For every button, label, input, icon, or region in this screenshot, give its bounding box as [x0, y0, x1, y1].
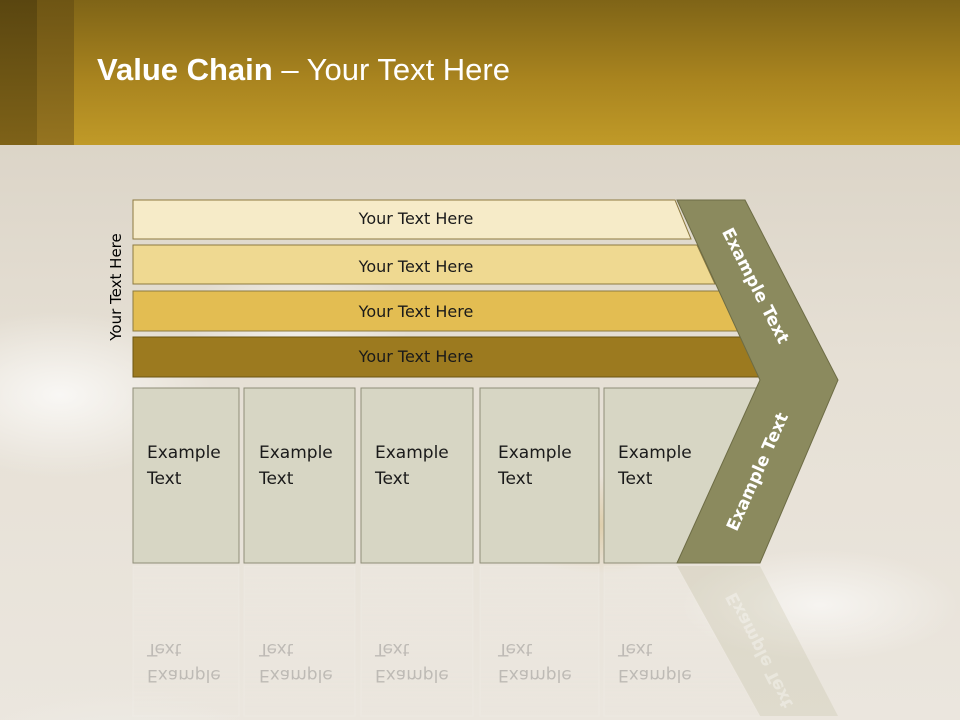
column-box: [479, 387, 600, 564]
column-1-label: Example Text: [147, 440, 221, 492]
column-4-label: Example Text: [498, 440, 572, 492]
column-4-reflection: Example Text: [498, 636, 572, 688]
column-5-reflection-line2: Text: [618, 639, 653, 659]
column-4-line1: Example: [498, 443, 572, 463]
header-bar: Value Chain – Your Text Here: [0, 0, 960, 145]
band-4-label: Your Text Here: [358, 347, 474, 366]
column-5-reflection-line1: Example: [618, 665, 692, 685]
column-3-reflection-line1: Example: [375, 665, 449, 685]
chevron-arrow: [676, 199, 839, 564]
column-box: [132, 387, 240, 564]
column-2-reflection-line1: Example: [259, 665, 333, 685]
column-box: [243, 387, 356, 564]
column-2-reflection-line2: Text: [259, 639, 294, 659]
column-3-line2: Text: [375, 469, 410, 489]
slide-title: Value Chain – Your Text Here: [97, 52, 510, 88]
diagram-reflection: [132, 565, 838, 717]
column-1-line2: Text: [147, 469, 182, 489]
column-2-line1: Example: [259, 443, 333, 463]
column-4-line2: Text: [498, 469, 533, 489]
band-2: [132, 244, 716, 285]
slide-title-rest: – Your Text Here: [272, 52, 510, 87]
header-accent-stripe: [0, 0, 37, 145]
column-2-line2: Text: [259, 469, 294, 489]
column-3-reflection: Example Text: [375, 636, 449, 688]
column-5-label: Example Text: [618, 440, 692, 492]
column-3-reflection-line2: Text: [375, 639, 410, 659]
column-3-line1: Example: [375, 443, 449, 463]
header-accent-stripe: [37, 0, 74, 145]
column-1-line1: Example: [147, 443, 221, 463]
column-5-line1: Example: [618, 443, 692, 463]
band-1-label: Your Text Here: [358, 209, 474, 228]
column-4-reflection-line1: Example: [498, 665, 572, 685]
column-4-reflection-line2: Text: [498, 639, 533, 659]
column-2-label: Example Text: [259, 440, 333, 492]
column-5-line2: Text: [618, 469, 653, 489]
column-1-reflection-line2: Text: [147, 639, 182, 659]
band-1: [132, 199, 692, 240]
column-box: [360, 387, 474, 564]
column-1-reflection-line1: Example: [147, 665, 221, 685]
column-1-reflection: Example Text: [147, 636, 221, 688]
band-2-label: Your Text Here: [358, 257, 474, 276]
column-3-label: Example Text: [375, 440, 449, 492]
band-3-label: Your Text Here: [358, 302, 474, 321]
slide-title-bold: Value Chain: [97, 52, 273, 87]
column-2-reflection: Example Text: [259, 636, 333, 688]
column-5-reflection: Example Text: [618, 636, 692, 688]
